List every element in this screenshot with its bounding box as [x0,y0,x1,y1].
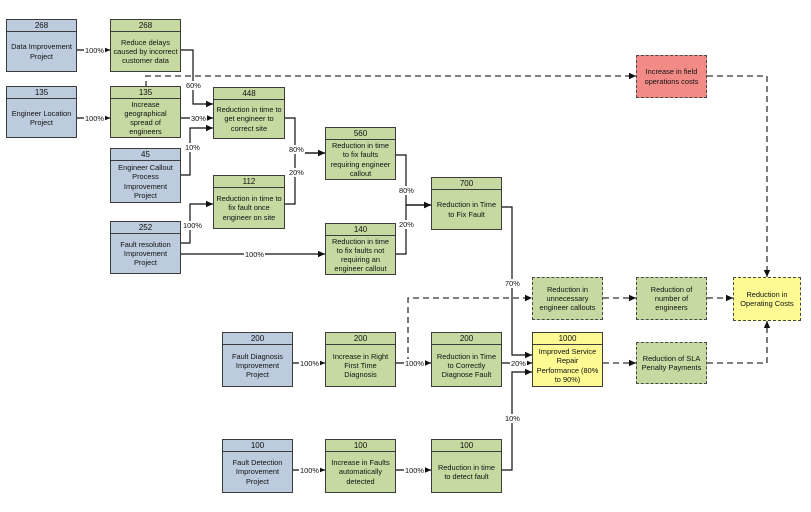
node-value: 200 [432,333,501,345]
node-value: 252 [111,222,180,234]
reduce-time-fix-once-box: 112 Reduction in time to fix fault once … [213,175,285,229]
node-value: 100 [326,440,395,452]
edge-label: 30% [190,114,207,123]
node-label: Increase geographical spread of engineer… [124,99,167,137]
node-label: Reduction in unnecessary engineer callou… [539,284,596,313]
fault-resolution-project-box: 252 Fault resolution Improvement Project [110,221,181,274]
reduce-time-fix-box: 700 Reduction in Time to Fix Fault [431,177,502,230]
edge-label: 100% [84,114,105,123]
node-label: Data Improvement Project [11,42,72,61]
node-value: 268 [7,20,76,32]
edge-label: 100% [404,466,425,475]
improved-service-box: 1000 Improved Service Repair Performance… [532,332,603,387]
edge-rft-to-callouts [407,294,532,363]
edge-fixonce-to-callout [285,149,325,205]
edge-sla-to-operating [707,321,771,364]
edge-label: 20% [510,359,527,368]
node-label: Reduction in Operating Costs [740,289,794,308]
edge-label: 20% [288,168,305,177]
operating-costs-box: Reduction in Operating Costs [733,277,801,321]
reduce-time-detect-box: 100 Reduction in time to detect fault [431,439,502,493]
edge-label: 60% [185,81,202,90]
node-value: 200 [326,333,395,345]
edge-label: 100% [244,250,265,259]
node-label: Increase in field operations costs [644,67,699,86]
node-label: Improved Service Repair Performance (80%… [536,347,599,384]
edge-nocallout-to-fix [396,201,431,255]
field-costs-box: Increase in field operations costs [636,55,707,98]
node-value: 140 [326,224,395,236]
engineer-location-project-box: 135 Engineer Location Project [6,86,77,138]
node-label: Reduction in time to fix faults not requ… [331,236,390,274]
node-value: 448 [214,88,284,100]
node-label: Reduction of SLA Penalty Payments [641,353,702,372]
node-label: Reduction in time to detect fault [437,462,496,481]
reduce-delays-box: 268 Reduce delays caused by incorrect cu… [110,19,181,72]
increase-spread-box: 135 Increase geographical spread of engi… [110,86,181,138]
edge-label: 80% [398,186,415,195]
node-label: Engineer Location Project [11,108,72,127]
node-value: 560 [326,128,395,140]
edge-label: 10% [504,414,521,423]
edge-label: 100% [84,46,105,55]
increase-rft-box: 200 Increase in Right First Time Diagnos… [325,332,396,387]
edge-label: 10% [184,143,201,152]
node-value: 135 [111,87,180,99]
edge-delays-to-site [181,49,213,108]
node-value: 45 [111,149,180,161]
node-label: Reduction in time to get engineer to cor… [216,105,282,133]
edge-label: 70% [504,279,521,288]
edge-field-costs-to-operating [707,75,771,277]
edge-label: 20% [398,220,415,229]
edge-label: 80% [288,145,305,154]
node-label: Fault Detection Improvement Project [232,458,283,486]
unnecessary-callouts-box: Reduction in unnecessary engineer callou… [532,277,603,320]
edge-spread-to-field-costs [145,72,636,87]
num-engineers-box: Reduction of number of engineers [636,277,707,320]
fault-diagnosis-project-box: 200 Fault Diagnosis Improvement Project [222,332,293,387]
node-value: 268 [111,20,180,32]
reduce-time-no-callout-box: 140 Reduction in time to fix faults not … [325,223,396,275]
node-value: 700 [432,178,501,190]
node-label: Reduction in Time to Correctly Diagnose … [436,351,497,380]
fault-detection-project-box: 100 Fault Detection Improvement Project [222,439,293,493]
node-label: Reduction in Time to Fix Fault [436,200,497,219]
edge-label: 100% [182,221,203,230]
edge-label: 100% [299,359,320,368]
node-value: 135 [7,87,76,99]
node-value: 1000 [533,333,602,345]
data-improvement-project-box: 268 Data Improvement Project [6,19,77,72]
node-value: 100 [223,440,292,452]
node-label: Fault Diagnosis Improvement Project [232,351,283,380]
edge-label: 100% [299,466,320,475]
node-value: 100 [432,440,501,452]
sla-penalty-box: Reduction of SLA Penalty Payments [636,342,707,384]
node-label: Increase in Right First Time Diagnosis [332,351,389,380]
edge-callout-to-fix [396,154,431,209]
reduce-time-callout-box: 560 Reduction in time to fix faults requ… [325,127,396,180]
node-value: 200 [223,333,292,345]
node-label: Reduction in time to fix faults requirin… [330,141,391,178]
engineer-callout-project-box: 45 Engineer Callout Process Improvement … [110,148,181,203]
node-label: Reduction of number of engineers [650,284,693,313]
increase-detected-box: 100 Increase in Faults automatically det… [325,439,396,493]
reduce-time-site-box: 448 Reduction in time to get engineer to… [213,87,285,139]
node-label: Increase in Faults automatically detecte… [331,458,390,486]
node-label: Fault resolution Improvement Project [120,239,171,268]
node-label: Engineer Callout Process Improvement Pro… [118,163,173,200]
edge-label: 100% [404,359,425,368]
node-label: Reduce delays caused by incorrect custom… [113,37,178,66]
node-label: Reduction in time to fix fault once engi… [216,194,282,222]
node-value: 112 [214,176,284,188]
reduce-time-diagnose-box: 200 Reduction in Time to Correctly Diagn… [431,332,502,387]
